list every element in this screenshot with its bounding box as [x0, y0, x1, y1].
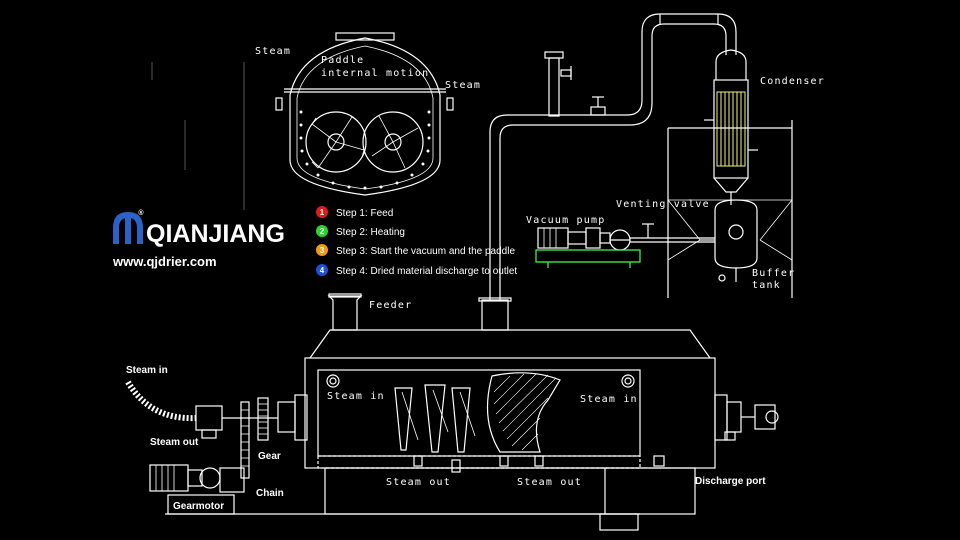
step-4-marker [316, 264, 328, 276]
cross-section-drawing [151, 32, 454, 210]
step-3-marker [316, 244, 328, 256]
condenser-label: Condenser [760, 76, 825, 87]
step-legend: 1 Step 1: Feed 2 Step 2: Heating 3 Step … [316, 206, 517, 277]
steam-out-right-label: Steam out [517, 477, 582, 488]
brand-name: QIANJIANG [146, 220, 285, 248]
feeder-drawing [327, 293, 512, 331]
step-2-number: 2 [320, 227, 325, 236]
buffer-tank-drawing [700, 199, 758, 282]
step-3-text: Step 3: Start the vacuum and the paddle [336, 246, 515, 257]
step-4-text: Step 4: Dried material discharge to outl… [336, 266, 517, 277]
discharge-port-label: Discharge port [695, 476, 766, 487]
dryer-body-drawing [125, 329, 779, 531]
venting-valve-label: Venting valve [616, 199, 710, 210]
gear-label: Gear [258, 451, 281, 462]
step-2-marker [316, 225, 328, 237]
step-1-marker [316, 206, 328, 218]
step-2-text: Step 2: Heating [336, 227, 405, 238]
condenser-drawing [667, 49, 793, 298]
buffer-label: Buffer [752, 268, 795, 279]
gearmotor-label: Gearmotor [173, 501, 224, 512]
steam-in-inner-left-label: Steam in [327, 391, 385, 402]
brand-logo-icon [113, 212, 143, 244]
step-1-text: Step 1: Feed [336, 208, 393, 219]
website-url: www.qjdrier.com [112, 254, 217, 269]
step-1-number: 1 [320, 208, 325, 217]
steam-in-inner-right-label: Steam in [580, 394, 638, 405]
vapour-pipe [489, 13, 737, 300]
steam-label-left: Steam [255, 46, 291, 57]
step-4-number: 4 [320, 266, 325, 275]
steam-in-label: Steam in [126, 365, 168, 376]
steam-out-label: Steam out [150, 437, 199, 448]
step-3-number: 3 [320, 246, 325, 255]
tank-label: tank [752, 280, 781, 291]
steam-label-right: Steam [445, 80, 481, 91]
vacuum-pump-label: Vacuum pump [526, 215, 605, 226]
registered-mark: ® [138, 209, 144, 217]
paddle-motion-label: internal motion [321, 68, 429, 79]
vacuum-pump-drawing [535, 223, 715, 268]
paddle-label: Paddle [321, 55, 364, 66]
feeder-label: Feeder [369, 300, 412, 311]
chain-label: Chain [256, 488, 284, 499]
steam-out-left-label: Steam out [386, 477, 451, 488]
